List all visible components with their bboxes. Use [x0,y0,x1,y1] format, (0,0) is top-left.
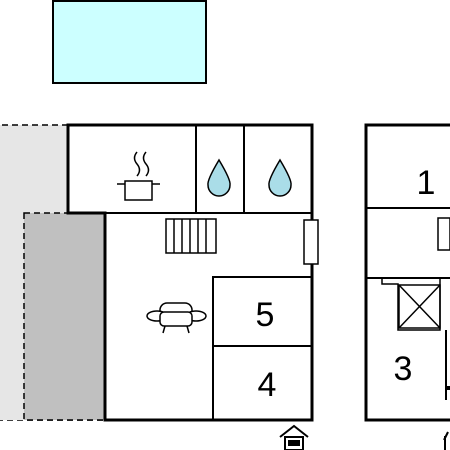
water-drop-icon [268,158,292,197]
second-building-walls [364,123,450,422]
room-number-1: 1 [417,164,436,202]
room-number-5: 5 [256,296,275,334]
water-drop-icon [207,158,231,197]
room-number-3: 3 [394,350,413,388]
covered-terrace [23,212,106,421]
bedroom-block-walls [212,276,312,420]
house-entrance-icon [279,424,309,450]
window [303,219,319,265]
cooking-pot-icon [117,151,160,201]
room-number-4: 4 [258,366,277,404]
stairs-icon [381,278,441,331]
house-entrance-icon [443,431,449,450]
sofa-icon [146,302,207,334]
swimming-pool [52,0,207,84]
radiator-icon [165,218,217,254]
window [437,217,450,251]
